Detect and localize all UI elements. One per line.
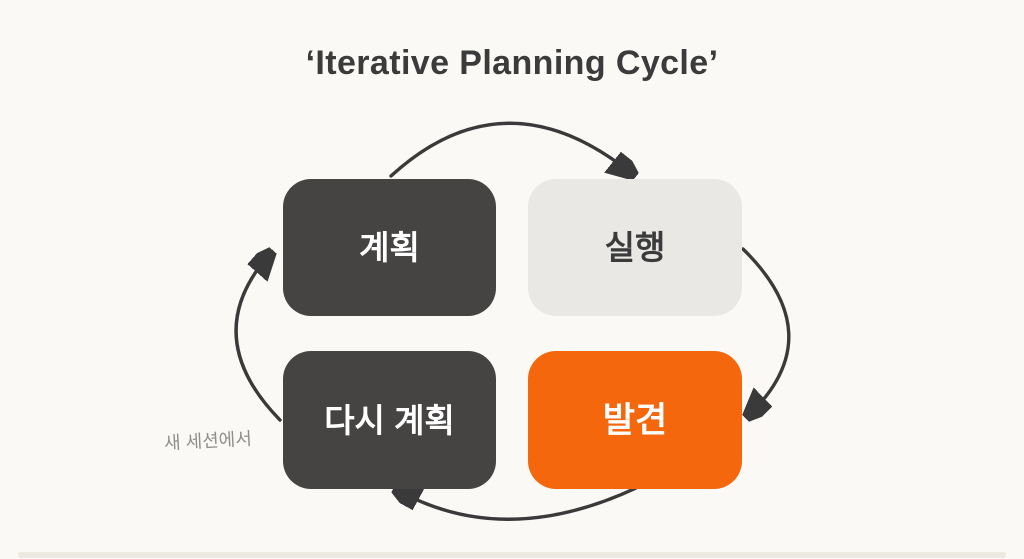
arrow-execute-to-discover (743, 247, 791, 414)
node-execute: 실행 (528, 179, 742, 316)
node-plan-label: 계획 (359, 229, 420, 266)
node-plan: 계획 (283, 179, 496, 316)
arrow-replan-to-plan (234, 255, 282, 422)
node-discover-label: 발견 (602, 400, 668, 440)
arrow-plan-to-execute (389, 121, 631, 176)
arrow-discover-to-replan (399, 488, 638, 521)
node-discover: 발견 (528, 351, 742, 489)
node-replan: 다시 계획 (283, 351, 496, 489)
node-execute-label: 실행 (604, 229, 666, 266)
page-title: ‘Iterative Planning Cycle’ (305, 44, 719, 82)
node-replan-label: 다시 계획 (324, 401, 455, 439)
bottom-texture-band (18, 552, 1006, 558)
note-new-session: 새 세션에서 (163, 428, 253, 454)
